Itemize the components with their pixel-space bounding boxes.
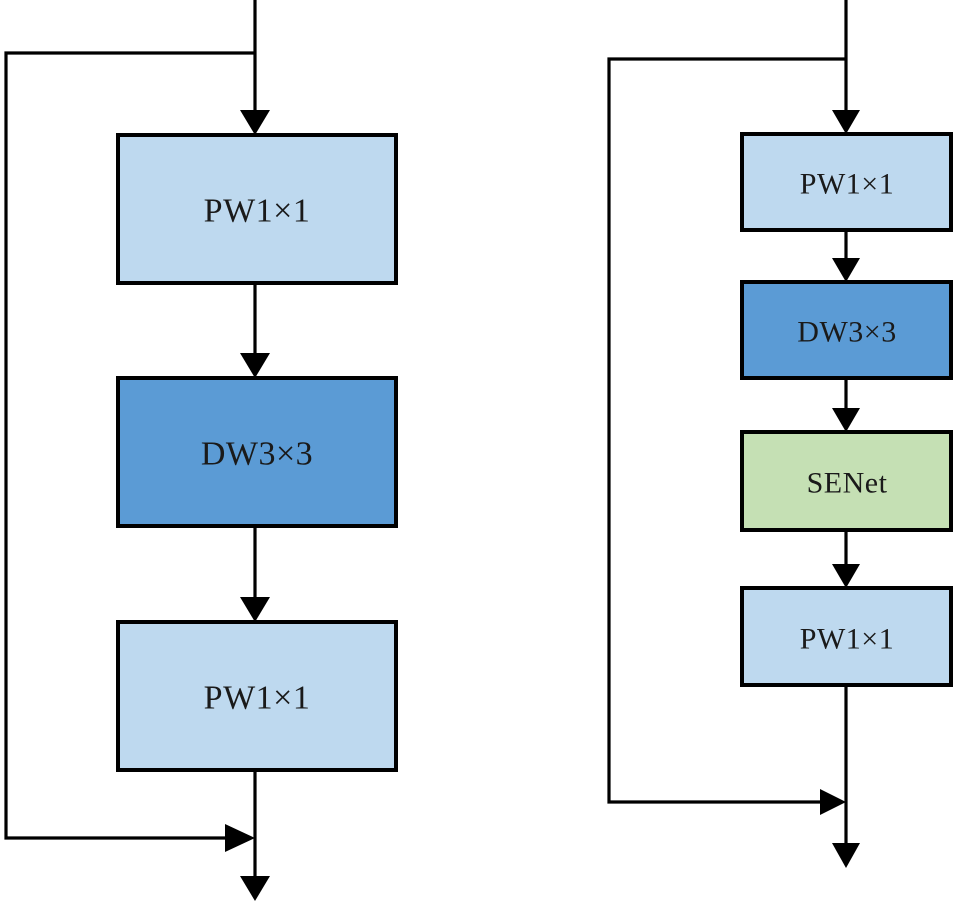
left-connector-1-arrowhead: [240, 353, 270, 378]
right-connector-1-arrowhead: [832, 258, 860, 282]
right-block-group: PW1×1 DW3×3 SENet PW1×1: [607, 0, 953, 868]
node-r-pw-bottom-label: PW1×1: [800, 623, 894, 656]
node-r-pw-bottom[interactable]: [740, 586, 953, 687]
right-connector-3-arrowhead: [832, 564, 860, 588]
node-r-pw-top-label: PW1×1: [800, 168, 894, 201]
node-r-senet-label: SENet: [807, 467, 888, 500]
right-skip-arrowhead: [820, 789, 846, 815]
left-input-arrowhead: [240, 110, 270, 135]
right-connector-2-arrowhead: [832, 408, 860, 432]
left-skip-arrowhead: [225, 824, 255, 852]
node-l-pw-bottom[interactable]: [116, 620, 398, 772]
left-output-arrowhead: [240, 876, 270, 901]
node-l-dw-label: DW3×3: [201, 436, 313, 473]
node-l-dw[interactable]: [116, 376, 398, 528]
right-output-arrowhead: [832, 843, 860, 868]
right-skip-connection: [607, 57, 846, 804]
node-l-pw-bottom-label: PW1×1: [204, 680, 311, 717]
node-l-pw-top[interactable]: [116, 133, 398, 285]
left-connector-2-arrowhead: [240, 597, 270, 622]
node-l-pw-top-label: PW1×1: [204, 193, 311, 230]
node-r-dw-label: DW3×3: [797, 316, 896, 349]
right-input-arrowhead: [832, 110, 860, 134]
left-block-group: PW1×1 DW3×3 PW1×1: [4, 0, 398, 901]
left-skip-connection: [4, 51, 255, 840]
